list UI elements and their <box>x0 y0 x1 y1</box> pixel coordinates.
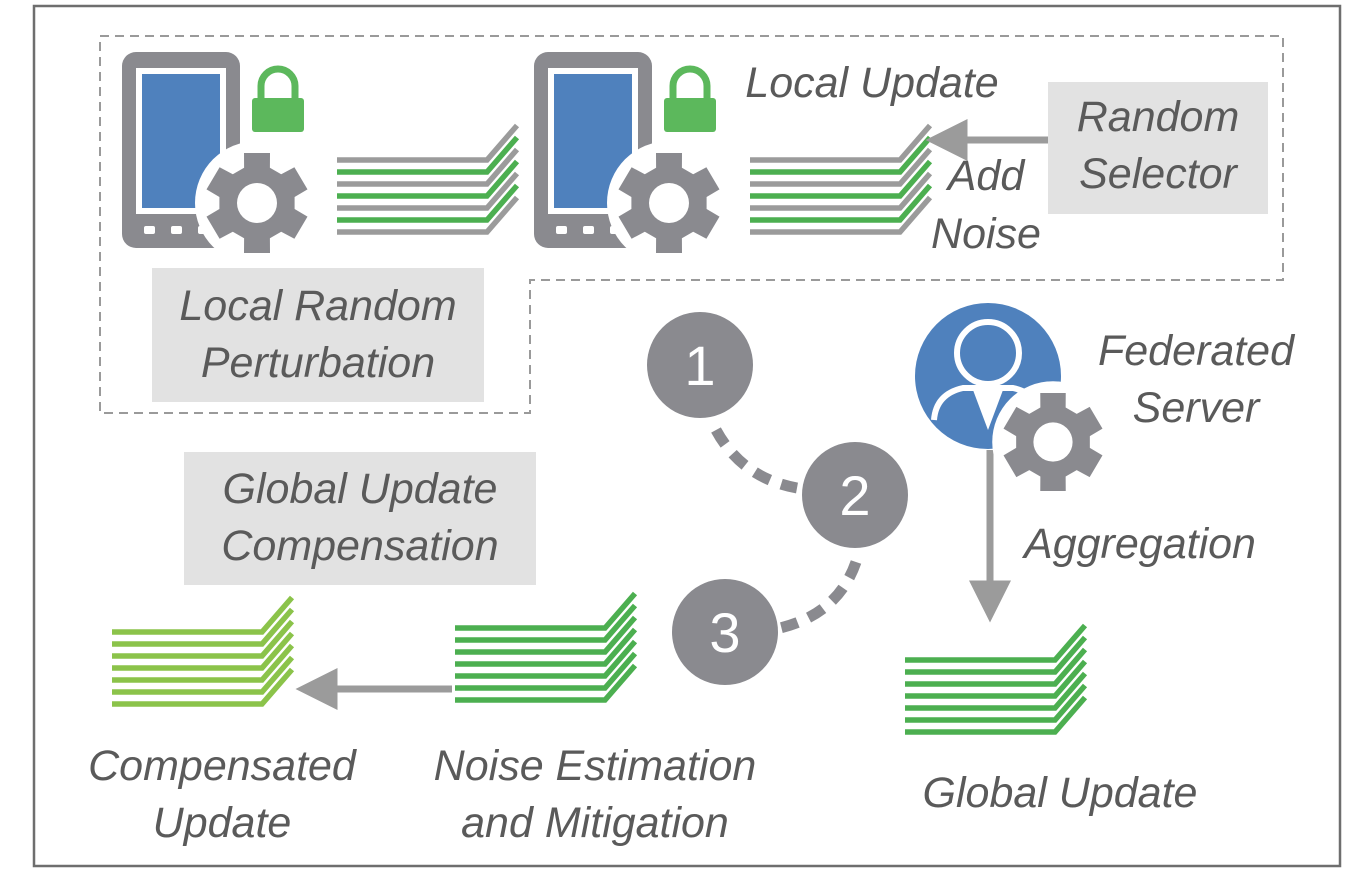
step-1-badge: 1 <box>647 312 753 418</box>
local-random-perturbation-box <box>152 268 484 402</box>
update-line <box>455 639 638 679</box>
update-line <box>337 147 520 187</box>
local-update-stack-2 <box>750 123 933 235</box>
lock-icon <box>252 65 304 132</box>
update-line <box>112 667 295 707</box>
global-update-label: Global Update <box>922 769 1198 817</box>
update-line <box>337 171 520 211</box>
update-line <box>112 631 295 671</box>
noise-estimation-label-line2: and Mitigation <box>461 799 729 847</box>
gear-icon <box>607 141 731 265</box>
update-line <box>750 195 933 235</box>
update-line <box>455 663 638 703</box>
step-2-badge: 2 <box>802 442 908 548</box>
global-update-compensation-box <box>184 452 536 585</box>
step-connector-2-3 <box>778 560 862 634</box>
add-noise-label-line1: Add <box>947 152 1025 200</box>
add-noise-label-line2: Noise <box>931 210 1041 258</box>
aggregation-label: Aggregation <box>1024 520 1256 568</box>
random-selector-box <box>1048 82 1268 214</box>
federated-server-label-line2: Server <box>1132 384 1260 432</box>
global-update-compensation-label-line1: Global Update <box>222 465 498 513</box>
update-line <box>455 591 638 631</box>
update-line <box>750 159 933 199</box>
random-selector-label-line2: Selector <box>1079 150 1237 198</box>
update-line <box>112 655 295 695</box>
update-line <box>455 651 638 691</box>
update-line <box>455 627 638 667</box>
lock-icon <box>664 65 716 132</box>
outer-frame <box>32 4 1342 868</box>
update-line <box>337 123 520 163</box>
update-line <box>905 683 1088 723</box>
noise-estimation-label-line1: Noise Estimation <box>433 742 757 790</box>
noise-estimation-stack <box>455 591 638 703</box>
update-line <box>112 607 295 647</box>
update-line <box>337 159 520 199</box>
update-line <box>905 659 1088 699</box>
compensated-update-label-line2: Update <box>152 799 292 847</box>
compensated-update-stack <box>112 595 295 707</box>
update-line <box>750 135 933 175</box>
random-selector-label-line1: Random <box>1076 93 1240 141</box>
update-line <box>337 183 520 223</box>
update-line <box>905 647 1088 687</box>
update-line <box>750 171 933 211</box>
local-update-label: Local Update <box>745 59 999 107</box>
update-line <box>455 615 638 655</box>
update-line <box>750 183 933 223</box>
update-line <box>905 623 1088 663</box>
client-region-dashed-border <box>99 35 1284 414</box>
step-connector-1-2 <box>711 427 799 494</box>
update-line <box>112 595 295 635</box>
update-line <box>112 619 295 659</box>
update-line <box>905 695 1088 735</box>
local-random-perturbation-label-line1: Local Random <box>179 282 457 330</box>
local-update-stack-1 <box>337 123 520 235</box>
compensated-update-label-line1: Compensated <box>88 742 356 790</box>
update-line <box>337 135 520 175</box>
step-3-number: 3 <box>709 601 740 664</box>
update-line <box>337 195 520 235</box>
federated-server-label-line1: Federated <box>1097 327 1295 375</box>
step-3-badge: 3 <box>672 579 778 685</box>
global-update-compensation-label-line2: Compensation <box>221 522 499 570</box>
gear-icon <box>195 141 319 265</box>
update-line <box>905 635 1088 675</box>
local-random-perturbation-label-line2: Perturbation <box>200 339 436 387</box>
global-update-stack <box>905 623 1088 735</box>
update-line <box>112 643 295 683</box>
update-line <box>750 123 933 163</box>
gear-icon <box>992 381 1114 503</box>
step-2-number: 2 <box>839 464 870 527</box>
update-line <box>455 603 638 643</box>
update-line <box>905 671 1088 711</box>
update-line <box>750 147 933 187</box>
step-1-number: 1 <box>684 334 715 397</box>
